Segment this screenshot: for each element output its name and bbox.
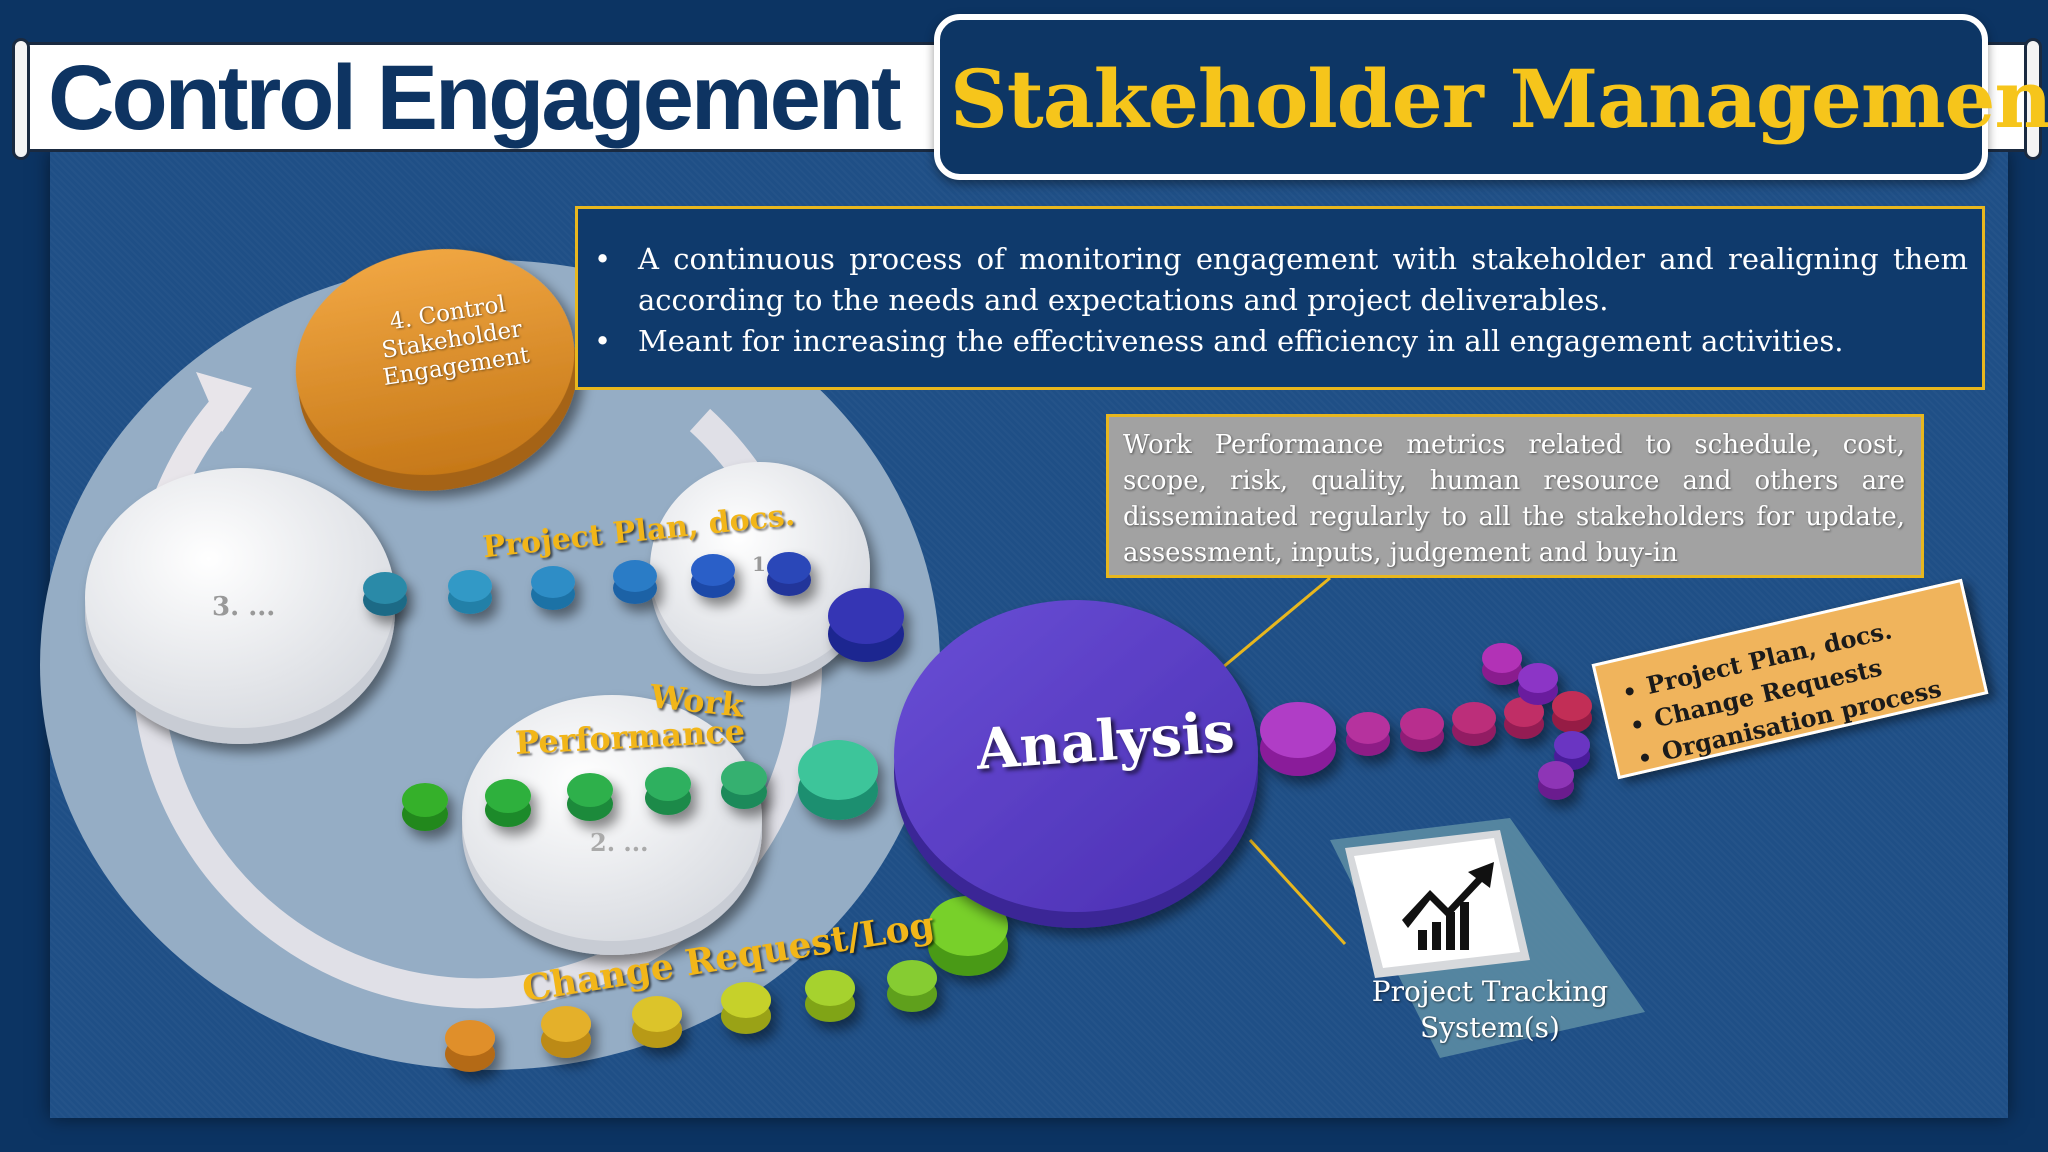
step3-label: 3. ... — [212, 592, 276, 622]
work-performance-flow — [402, 740, 878, 831]
step2-label: 2. ... — [590, 828, 649, 857]
metrics-description: Work Performance metrics related to sche… — [1106, 414, 1924, 578]
description-bullet-2: Meant for increasing the effectiveness a… — [594, 321, 1968, 362]
section-title: Stakeholder Management — [950, 52, 2048, 146]
metrics-connector — [1209, 576, 1331, 680]
tracking-connector — [1248, 838, 1347, 946]
section-title-box — [934, 14, 1988, 180]
output-flow — [1260, 643, 1592, 800]
project-plan-flow — [363, 552, 904, 662]
description-bullet-1: A continuous process of monitoring engag… — [594, 239, 1968, 321]
cycle-arrowhead — [196, 372, 252, 432]
step1-label: 1 — [752, 552, 766, 576]
change-request-flow — [445, 896, 1008, 1072]
description-box: A continuous process of monitoring engag… — [575, 206, 1985, 390]
growth-chart-icon — [1402, 862, 1494, 950]
scroll-end-left — [12, 38, 30, 160]
tracking-system-label: Project Tracking System(s) — [1371, 975, 1609, 1044]
page-title: Control Engagement — [48, 47, 902, 149]
scroll-end-right — [2024, 38, 2042, 160]
